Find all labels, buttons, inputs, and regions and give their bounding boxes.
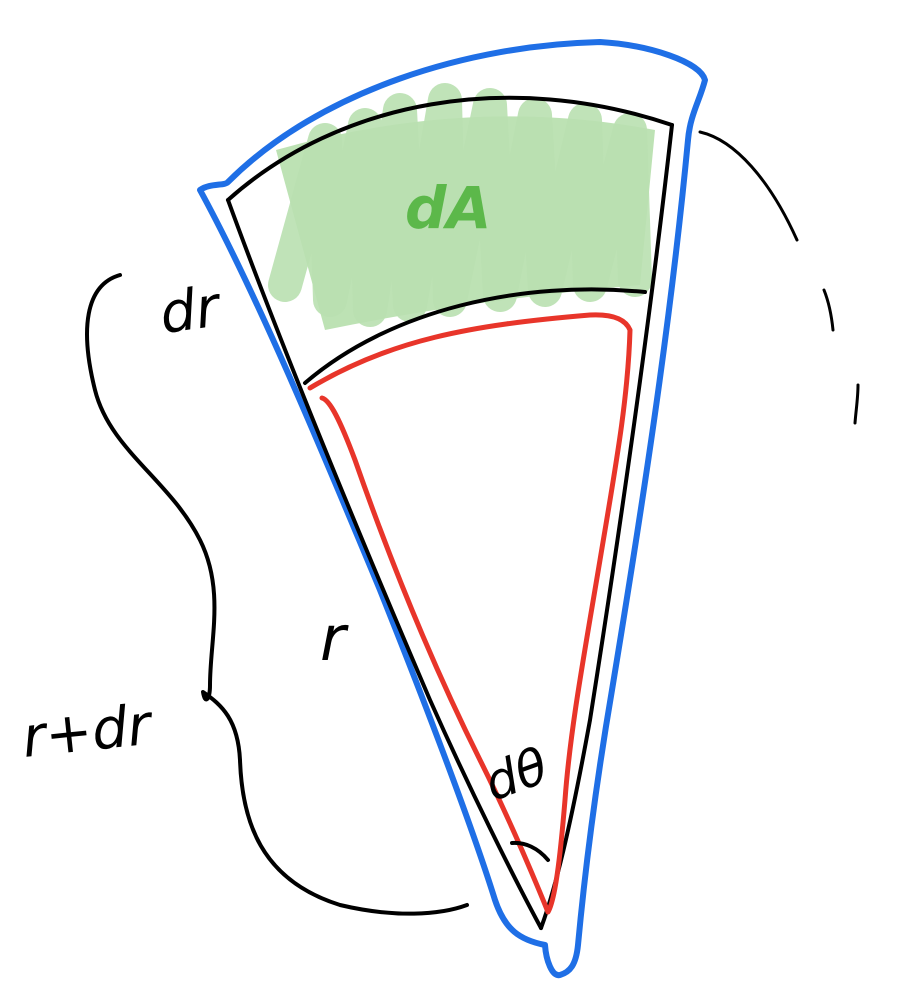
- sector-inner-arc: [303, 287, 647, 385]
- outer-radius-brace: [85, 273, 469, 916]
- thickness-label: dr: [156, 274, 226, 347]
- angle-arc: [510, 840, 550, 862]
- outer-sector-outline: [197, 39, 708, 979]
- sector-outer-arc: [226, 95, 674, 202]
- area-element-label: dA: [405, 174, 491, 242]
- inner-sector-outline: [307, 312, 633, 915]
- angle-label: dθ: [477, 737, 555, 813]
- circle-continuation-dash-2: [853, 383, 860, 425]
- outer-radius-label: r+dr: [19, 693, 157, 771]
- sector-left-edge: [226, 198, 543, 930]
- circle-continuation-dash-1: [822, 288, 835, 332]
- area-element-scribble: [268, 83, 652, 327]
- circle-continuation-arc: [698, 130, 799, 242]
- radius-label: r: [320, 602, 349, 675]
